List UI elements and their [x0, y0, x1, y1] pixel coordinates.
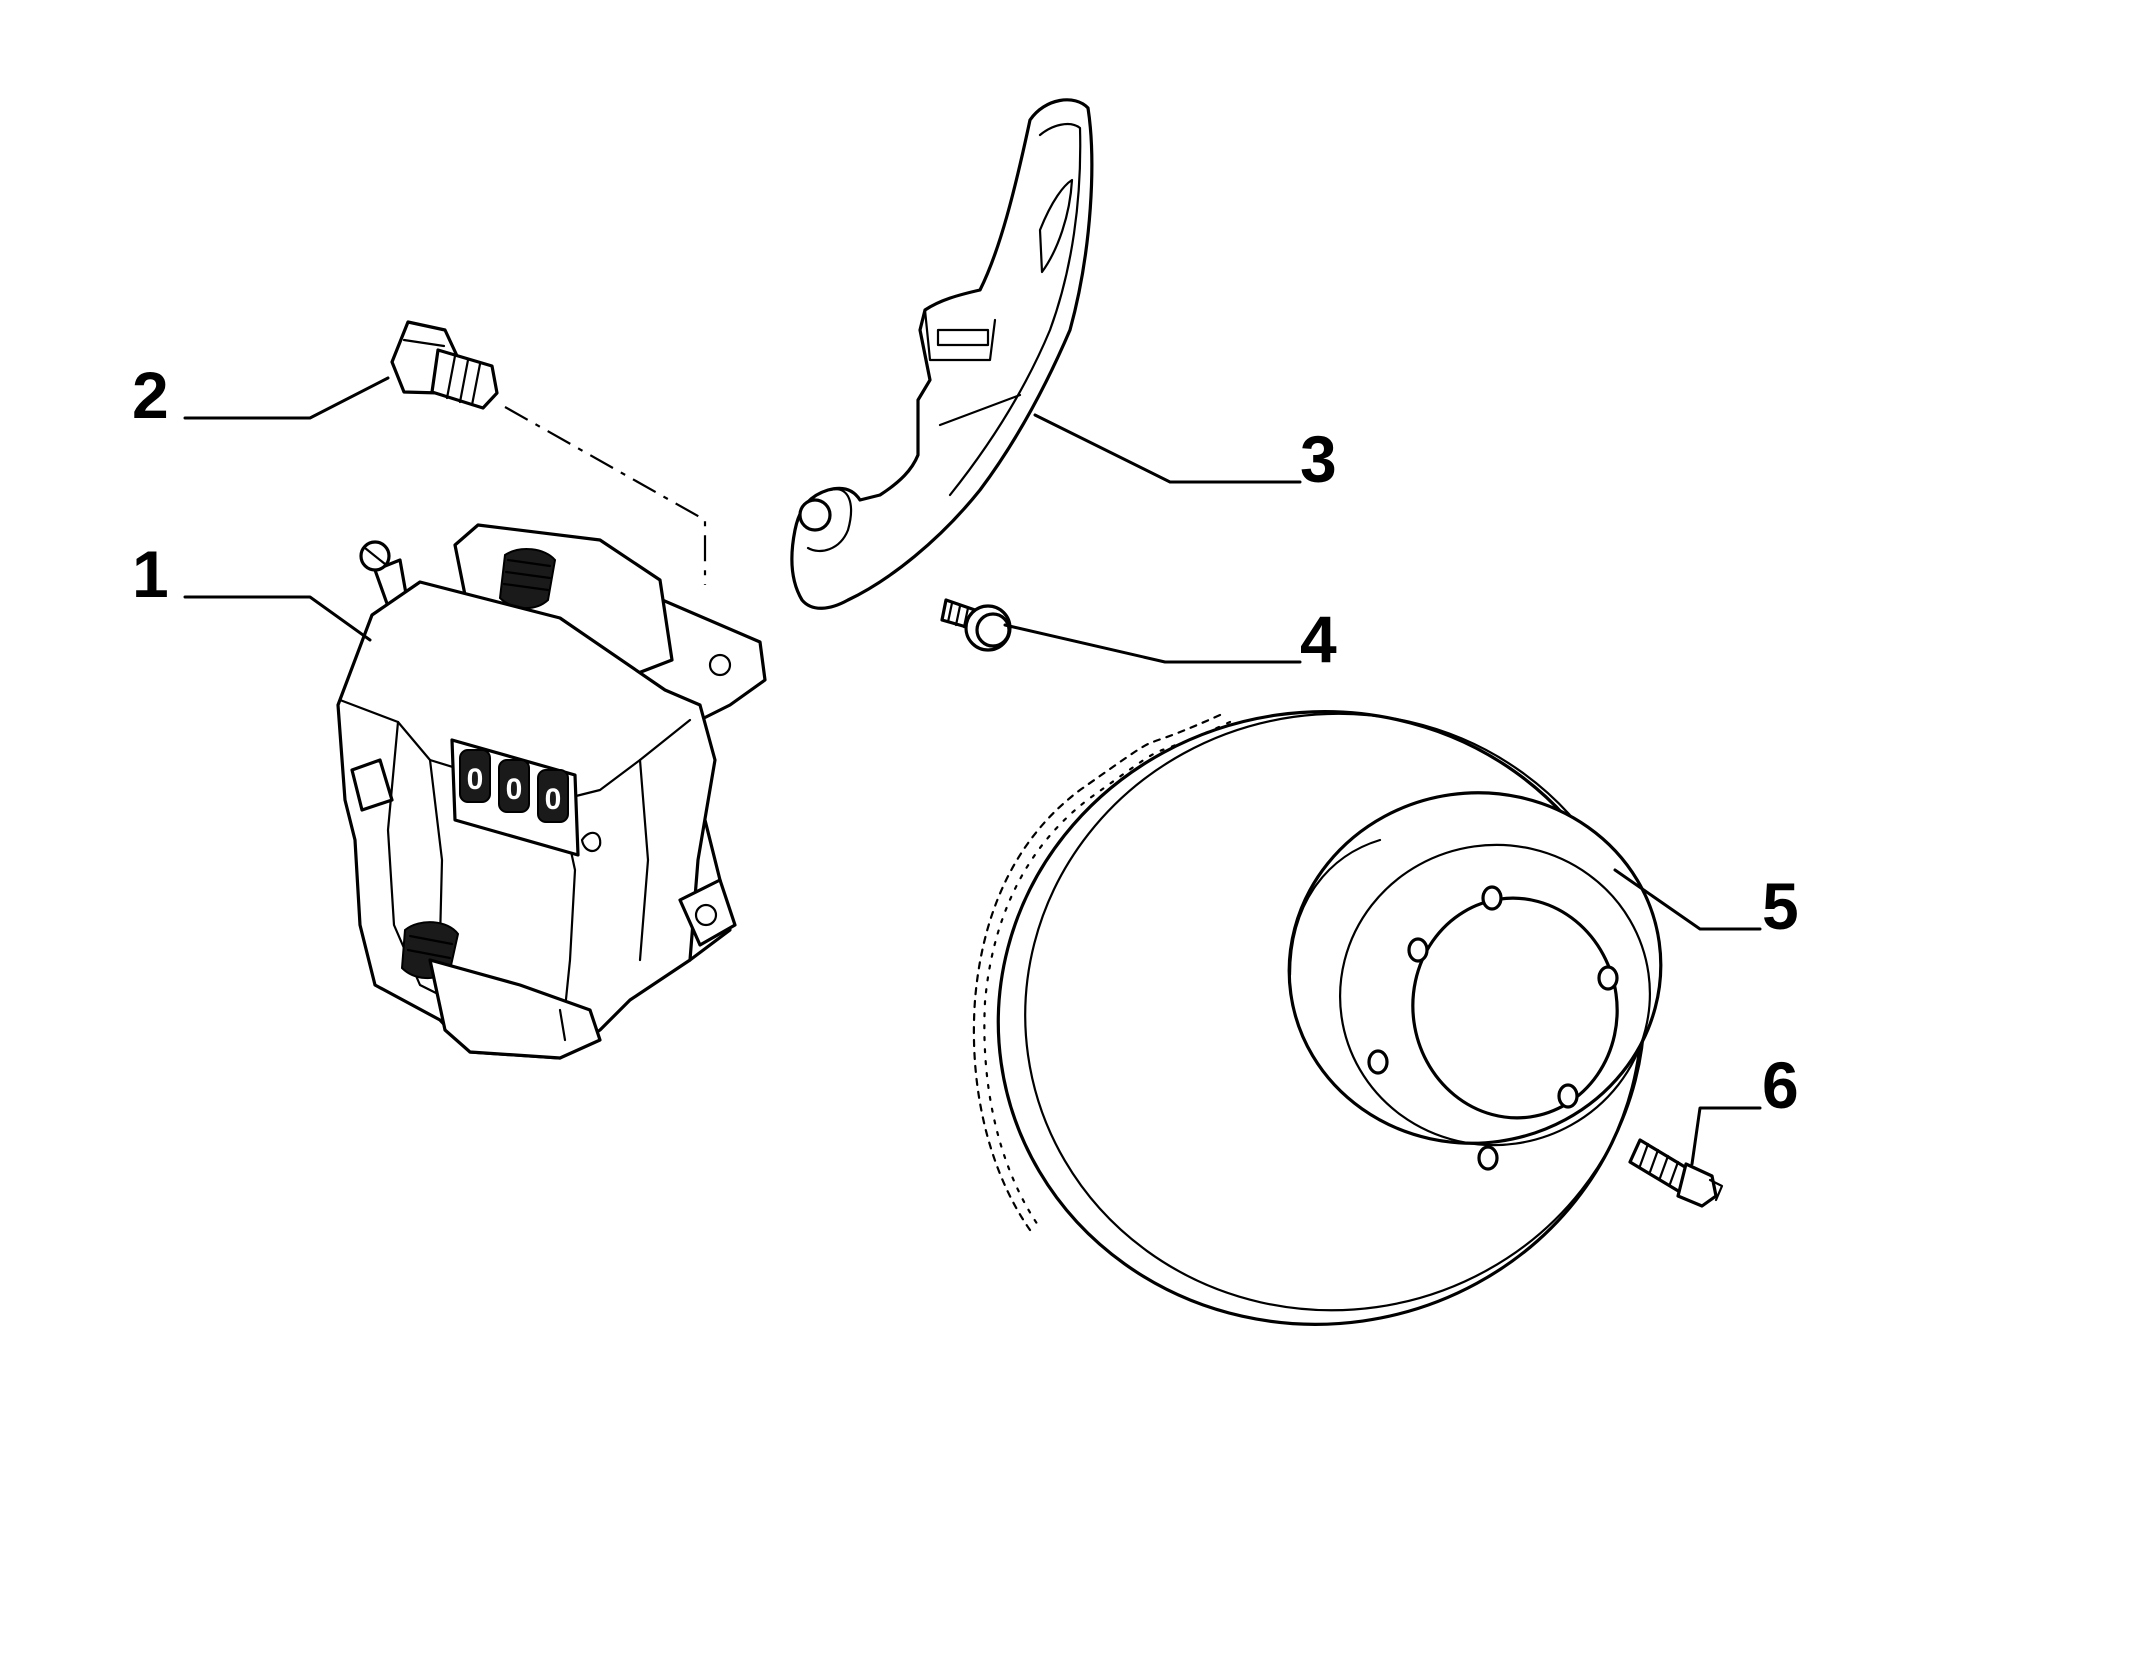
brake-disc[interactable] [959, 670, 1684, 1366]
caliper-bolt[interactable] [390, 320, 499, 410]
shield-screw[interactable] [940, 598, 1012, 652]
brake-caliper[interactable]: 0 0 0 [336, 523, 767, 1060]
piston-mark-1: 0 [467, 763, 484, 796]
piston-mark-2: 0 [506, 773, 523, 806]
leader-2 [183, 376, 390, 420]
leader-6 [1690, 1106, 1762, 1166]
callout-5[interactable]: 5 [1762, 869, 1799, 943]
leader-1 [183, 595, 372, 642]
splash-shield[interactable] [790, 98, 1094, 610]
piston-mark-3: 0 [545, 783, 562, 816]
callout-3[interactable]: 3 [1300, 422, 1337, 496]
callout-6[interactable]: 6 [1762, 1048, 1799, 1122]
leader-5 [1613, 868, 1762, 931]
callout-2[interactable]: 2 [132, 358, 169, 432]
piston-windows: 0 0 0 [459, 749, 569, 823]
disc-stud[interactable] [1628, 1138, 1724, 1208]
wheel-bolt-holes [1367, 885, 1619, 1171]
leader-4 [1003, 623, 1302, 664]
leader-3 [1033, 413, 1302, 484]
callout-1[interactable]: 1 [132, 537, 169, 611]
leader-lines [183, 376, 1762, 1166]
callout-4[interactable]: 4 [1300, 602, 1337, 676]
callout-labels: 1 2 3 4 5 6 [132, 358, 1799, 1122]
